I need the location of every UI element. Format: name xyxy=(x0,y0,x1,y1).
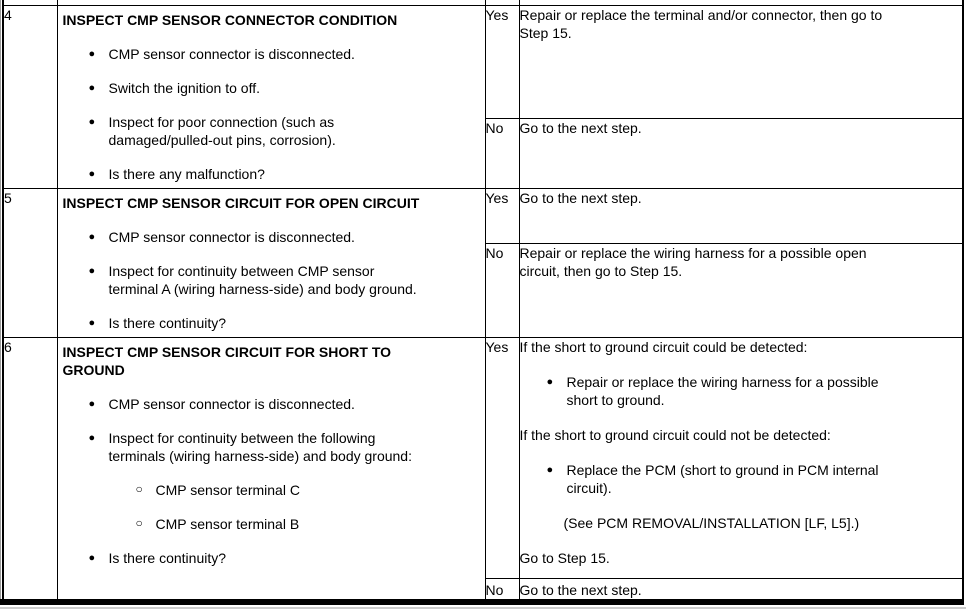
action-cell: Repair or replace the wiring harness for… xyxy=(518,242,964,338)
bullet-item: ● Inspect for continuity between CMP sen… xyxy=(58,262,484,298)
bullet-icon: ● xyxy=(88,81,96,94)
action-cell: If the short to ground circuit could be … xyxy=(518,336,964,579)
sub-bullet-icon: ○ xyxy=(135,481,143,496)
step-4-yes-row: 4 INSPECT CMP SENSOR CONNECTOR CONDITION… xyxy=(2,4,964,189)
bullet-icon: ● xyxy=(546,463,554,476)
bullet-item: ● Inspect for poor connection (such as d… xyxy=(58,113,484,149)
bullet-icon: ● xyxy=(88,230,96,243)
bullet-icon: ● xyxy=(88,167,96,180)
inspection-cell: INSPECT CMP SENSOR CIRCUIT FOR OPEN CIRC… xyxy=(56,187,486,338)
bullet-item: ● CMP sensor connector is disconnected. xyxy=(58,228,484,246)
action-text: Repair or replace the terminal and/or co… xyxy=(519,6,883,41)
bullet-item: ● CMP sensor connector is disconnected. xyxy=(58,45,484,63)
step-title: INSPECT CMP SENSOR CONNECTOR CONDITION xyxy=(62,11,398,28)
action-cell: Go to the next step. xyxy=(518,117,964,189)
action-text: Go to the next step. xyxy=(519,189,642,206)
bullet-icon: ● xyxy=(88,551,96,564)
action-bullet-item: ● Replace the PCM (short to ground in PC… xyxy=(520,461,962,497)
outer-left-border xyxy=(0,0,1,604)
action-bullet-text: Replace the PCM (short to ground in PCM … xyxy=(566,461,879,496)
inspection-cell: INSPECT CMP SENSOR CONNECTOR CONDITION ●… xyxy=(56,4,486,189)
action-cell: Go to the next step. xyxy=(518,187,964,244)
inspection-cell: INSPECT CMP SENSOR CIRCUIT FOR SHORT TO … xyxy=(56,336,486,600)
bullet-icon: ● xyxy=(88,115,96,128)
action-reference-note: (See PCM REMOVAL/INSTALLATION [LF, L5].) xyxy=(563,514,860,531)
sub-bullet-text: CMP sensor terminal B xyxy=(155,515,300,532)
sub-bullet-item: ○ CMP sensor terminal C xyxy=(58,481,484,499)
table-bottom-border xyxy=(0,599,964,605)
bullet-icon: ● xyxy=(88,47,96,60)
bullet-text: Inspect for continuity between CMP senso… xyxy=(108,262,417,297)
bullet-icon: ● xyxy=(88,431,96,444)
step-number: 5 xyxy=(2,187,58,338)
bullet-text: Is there continuity? xyxy=(108,549,227,566)
bullet-text: CMP sensor connector is disconnected. xyxy=(108,45,355,62)
bullet-item: ● Is there continuity? xyxy=(58,549,484,567)
step-number: 6 xyxy=(2,336,58,600)
bullet-text: Inspect for continuity between the follo… xyxy=(108,429,412,464)
bullet-icon: ● xyxy=(88,264,96,277)
answer-no-cell: No xyxy=(484,242,520,338)
bullet-icon: ● xyxy=(88,316,96,329)
step-5-yes-row: 5 INSPECT CMP SENSOR CIRCUIT FOR OPEN CI… xyxy=(2,187,964,338)
step-number: 4 xyxy=(2,4,58,189)
action-bullet-item: ● Repair or replace the wiring harness f… xyxy=(520,373,962,409)
step-6-yes-row: 6 INSPECT CMP SENSOR CIRCUIT FOR SHORT T… xyxy=(2,336,964,600)
bullet-icon: ● xyxy=(546,375,554,388)
sub-bullet-item: ○ CMP sensor terminal B xyxy=(58,515,484,533)
bullet-text: CMP sensor connector is disconnected. xyxy=(108,395,355,412)
action-paragraph: If the short to ground circuit could be … xyxy=(519,338,808,355)
action-cell: Repair or replace the terminal and/or co… xyxy=(518,4,964,119)
answer-yes-cell: Yes xyxy=(484,4,520,119)
action-cell: Go to the next step. xyxy=(518,577,964,600)
action-text: Repair or replace the wiring harness for… xyxy=(519,244,867,279)
bullet-text: Is there continuity? xyxy=(108,314,227,331)
bullet-text: Is there any malfunction? xyxy=(108,165,265,182)
answer-no-cell: No xyxy=(484,577,520,600)
action-paragraph: Go to Step 15. xyxy=(519,549,610,566)
action-paragraph: If the short to ground circuit could not… xyxy=(519,426,831,443)
action-bullet-text: Repair or replace the wiring harness for… xyxy=(566,373,879,408)
sub-bullet-icon: ○ xyxy=(135,515,143,530)
bullet-icon: ● xyxy=(88,397,96,410)
answer-no-cell: No xyxy=(484,117,520,189)
step-title: INSPECT CMP SENSOR CIRCUIT FOR OPEN CIRC… xyxy=(62,194,420,211)
step-5-no-row: No Repair or replace the wiring harness … xyxy=(3,242,964,338)
step-title: INSPECT CMP SENSOR CIRCUIT FOR SHORT TO … xyxy=(62,343,392,378)
action-text: Go to the next step. xyxy=(519,581,642,598)
step-6-no-row: No Go to the next step. xyxy=(3,577,964,600)
answer-yes-cell: Yes xyxy=(484,336,520,579)
page-bottom-edge xyxy=(0,607,966,609)
bullet-text: Switch the ignition to off. xyxy=(108,79,261,96)
answer-yes-cell: Yes xyxy=(484,187,520,244)
sub-bullet-text: CMP sensor terminal C xyxy=(155,481,300,498)
bullet-item: ● CMP sensor connector is disconnected. xyxy=(58,395,484,413)
action-text: Go to the next step. xyxy=(519,119,642,136)
bullet-text: Inspect for poor connection (such as dam… xyxy=(108,113,336,148)
bullet-item: ● Is there any malfunction? xyxy=(58,165,484,183)
bullet-item: ● Switch the ignition to off. xyxy=(58,79,484,97)
step-4-no-row: No Go to the next step. xyxy=(3,117,964,189)
bullet-text: CMP sensor connector is disconnected. xyxy=(108,228,355,245)
bullet-item: ● Inspect for continuity between the fol… xyxy=(58,429,484,465)
bullet-item: ● Is there continuity? xyxy=(58,314,484,332)
